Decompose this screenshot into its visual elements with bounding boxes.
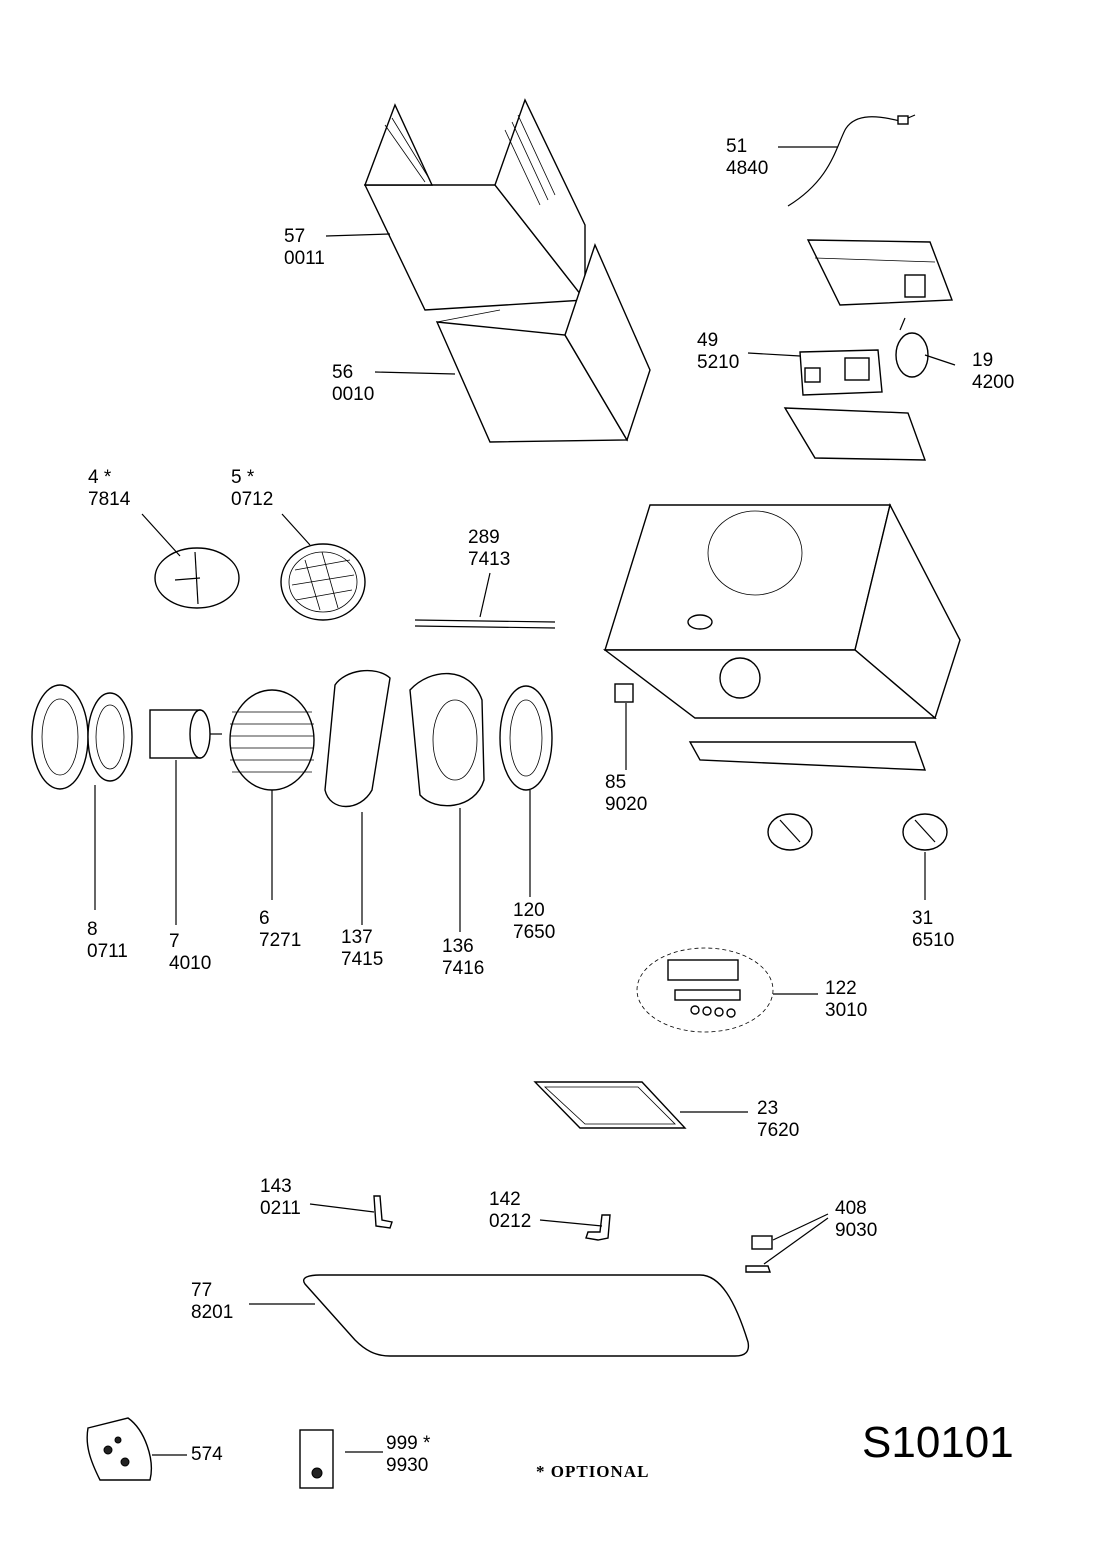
diagram-code: S10101: [862, 1418, 1014, 1467]
part-122-switch-kit: [636, 947, 774, 1033]
part-408-fasteners: [745, 1235, 773, 1273]
part-142-clip: [585, 1214, 611, 1241]
label-4: 4 *7814: [88, 467, 131, 510]
board-cover: [783, 407, 927, 461]
part-7-motor: [149, 709, 222, 759]
optional-note: * OPTIONAL: [536, 1462, 650, 1481]
part-8-back-cover: [31, 684, 133, 790]
part-85-bracket: [614, 683, 634, 703]
label-5: 5 *0712: [231, 467, 274, 510]
part-5-carbon-filter: [280, 543, 366, 621]
part-51-power-cable: [787, 114, 916, 207]
part-19-capacitor: [895, 317, 956, 378]
part-289-rod: [414, 619, 556, 629]
part-143-clip: [373, 1195, 393, 1229]
part-31-knobs: [767, 813, 948, 851]
label-574: 574: [191, 1444, 223, 1465]
part-6-fan-wheel: [229, 689, 315, 791]
part-120-fan-guard: [499, 685, 553, 791]
label-999: 999 *9930: [386, 1433, 431, 1476]
part-999-manual: [299, 1429, 334, 1489]
part-57-upper-chimney: [363, 98, 587, 311]
part-77-front-panel: [303, 1274, 750, 1357]
light-rail: [688, 741, 927, 771]
part-136-blower-housing-rear: [409, 672, 485, 807]
part-56-lower-chimney: [435, 243, 651, 443]
part-4-damper: [154, 547, 240, 609]
part-23-grease-filter: [533, 1081, 687, 1129]
part-137-blower-housing: [324, 669, 391, 807]
part-574-hardware-bag: [86, 1417, 152, 1481]
part-49-control-board: [799, 349, 883, 396]
electronics-box: [806, 239, 953, 306]
hood-body: [602, 503, 961, 720]
